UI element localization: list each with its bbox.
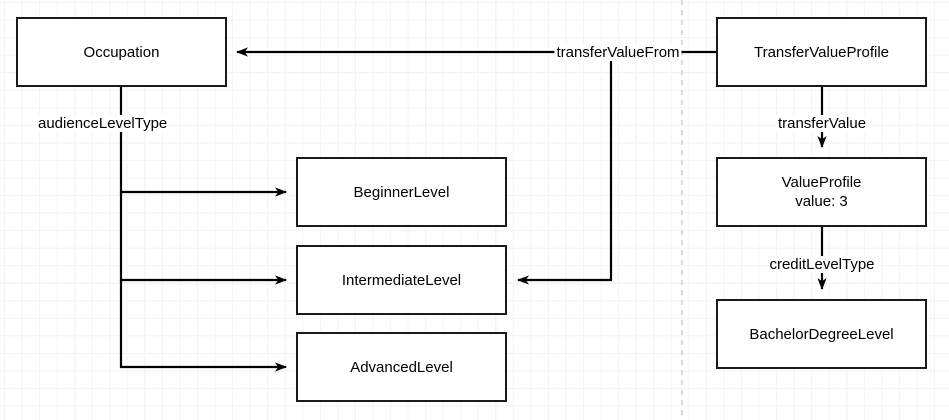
- node-beginner-level[interactable]: BeginnerLevel: [296, 157, 507, 227]
- edge-label-credit-level-type: creditLevelType: [767, 256, 877, 273]
- node-beginner-level-label: BeginnerLevel: [353, 183, 450, 201]
- node-bachelor-degree-level[interactable]: BachelorDegreeLevel: [716, 299, 927, 369]
- edge-label-audience-level-type: audienceLevelType: [36, 115, 170, 132]
- edge-audience-level-type-intermediate: [119, 192, 287, 285]
- node-occupation[interactable]: Occupation: [16, 17, 227, 87]
- node-bachelor-degree-level-label: BachelorDegreeLevel: [749, 325, 894, 343]
- node-intermediate-level[interactable]: IntermediateLevel: [296, 245, 507, 315]
- edge-audience-level-type-beginner: [119, 87, 287, 197]
- edge-transfer-value-from-intermediate: [517, 52, 613, 285]
- edge-audience-level-type-advanced: [119, 280, 287, 372]
- edge-label-transfer-value: transferValue: [775, 115, 869, 132]
- node-transfer-value-profile-label: TransferValueProfile: [753, 43, 890, 61]
- node-advanced-level-label: AdvancedLevel: [350, 358, 453, 376]
- node-transfer-value-profile[interactable]: TransferValueProfile: [716, 17, 927, 87]
- node-occupation-label: Occupation: [83, 43, 160, 61]
- edge-label-transfer-value-from: transferValueFrom: [554, 44, 682, 61]
- node-intermediate-level-label: IntermediateLevel: [341, 271, 462, 289]
- node-advanced-level[interactable]: AdvancedLevel: [296, 332, 507, 402]
- node-value-profile-label: ValueProfile: [781, 174, 862, 191]
- node-value-profile-attribute: value: 3: [795, 193, 848, 210]
- node-value-profile[interactable]: ValueProfile value: 3: [716, 157, 927, 227]
